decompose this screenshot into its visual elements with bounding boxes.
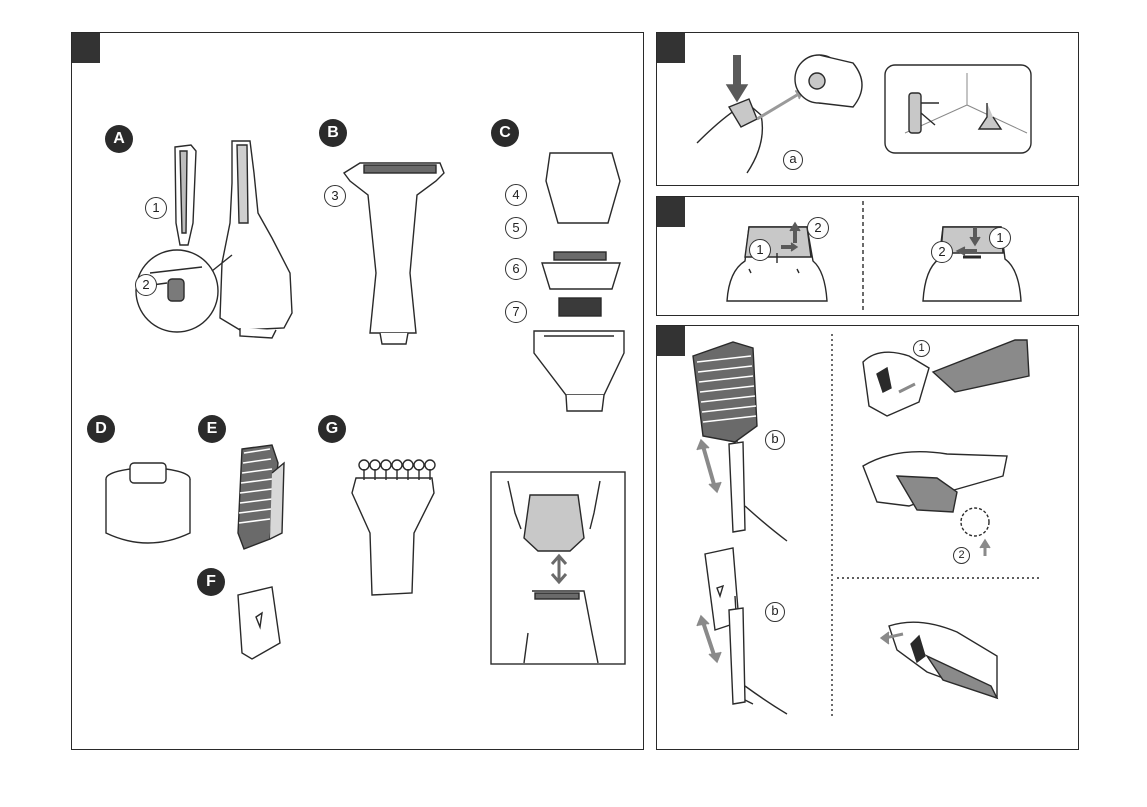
label-b-bottom: b xyxy=(765,602,785,622)
part-badge-a: A xyxy=(105,125,133,153)
blade-removal-illustration xyxy=(657,197,1080,317)
label-b-top: b xyxy=(765,430,785,450)
part-badge-c: C xyxy=(491,119,519,147)
callout-1: 1 xyxy=(145,197,167,219)
label-a: a xyxy=(783,150,803,170)
part-badge-g: G xyxy=(318,415,346,443)
parts-overview-illustration xyxy=(72,33,645,751)
step-1-comb: 1 xyxy=(913,340,930,357)
blade-removal-panel: 1 2 2 1 xyxy=(656,196,1079,316)
callout-3: 3 xyxy=(324,185,346,207)
callout-4: 4 xyxy=(505,184,527,206)
callout-7: 7 xyxy=(505,301,527,323)
step-1-right: 1 xyxy=(989,227,1011,249)
callout-2: 2 xyxy=(135,274,157,296)
step-2-left: 2 xyxy=(807,217,829,239)
step-2-comb: 2 xyxy=(953,547,970,564)
step-2-right: 2 xyxy=(931,241,953,263)
part-badge-e: E xyxy=(198,415,226,443)
comb-attach-illustration xyxy=(657,326,1080,751)
part-badge-b: B xyxy=(319,119,347,147)
part-badge-d: D xyxy=(87,415,115,443)
part-badge-f: F xyxy=(197,568,225,596)
callout-6: 6 xyxy=(505,258,527,280)
cleaning-illustration xyxy=(657,33,1080,187)
comb-attach-panel: b b 1 2 xyxy=(656,325,1079,750)
cleaning-panel: a xyxy=(656,32,1079,186)
parts-overview-panel: A B C D E F G 1 2 3 4 5 6 7 xyxy=(71,32,644,750)
callout-5: 5 xyxy=(505,217,527,239)
step-1-left: 1 xyxy=(749,239,771,261)
